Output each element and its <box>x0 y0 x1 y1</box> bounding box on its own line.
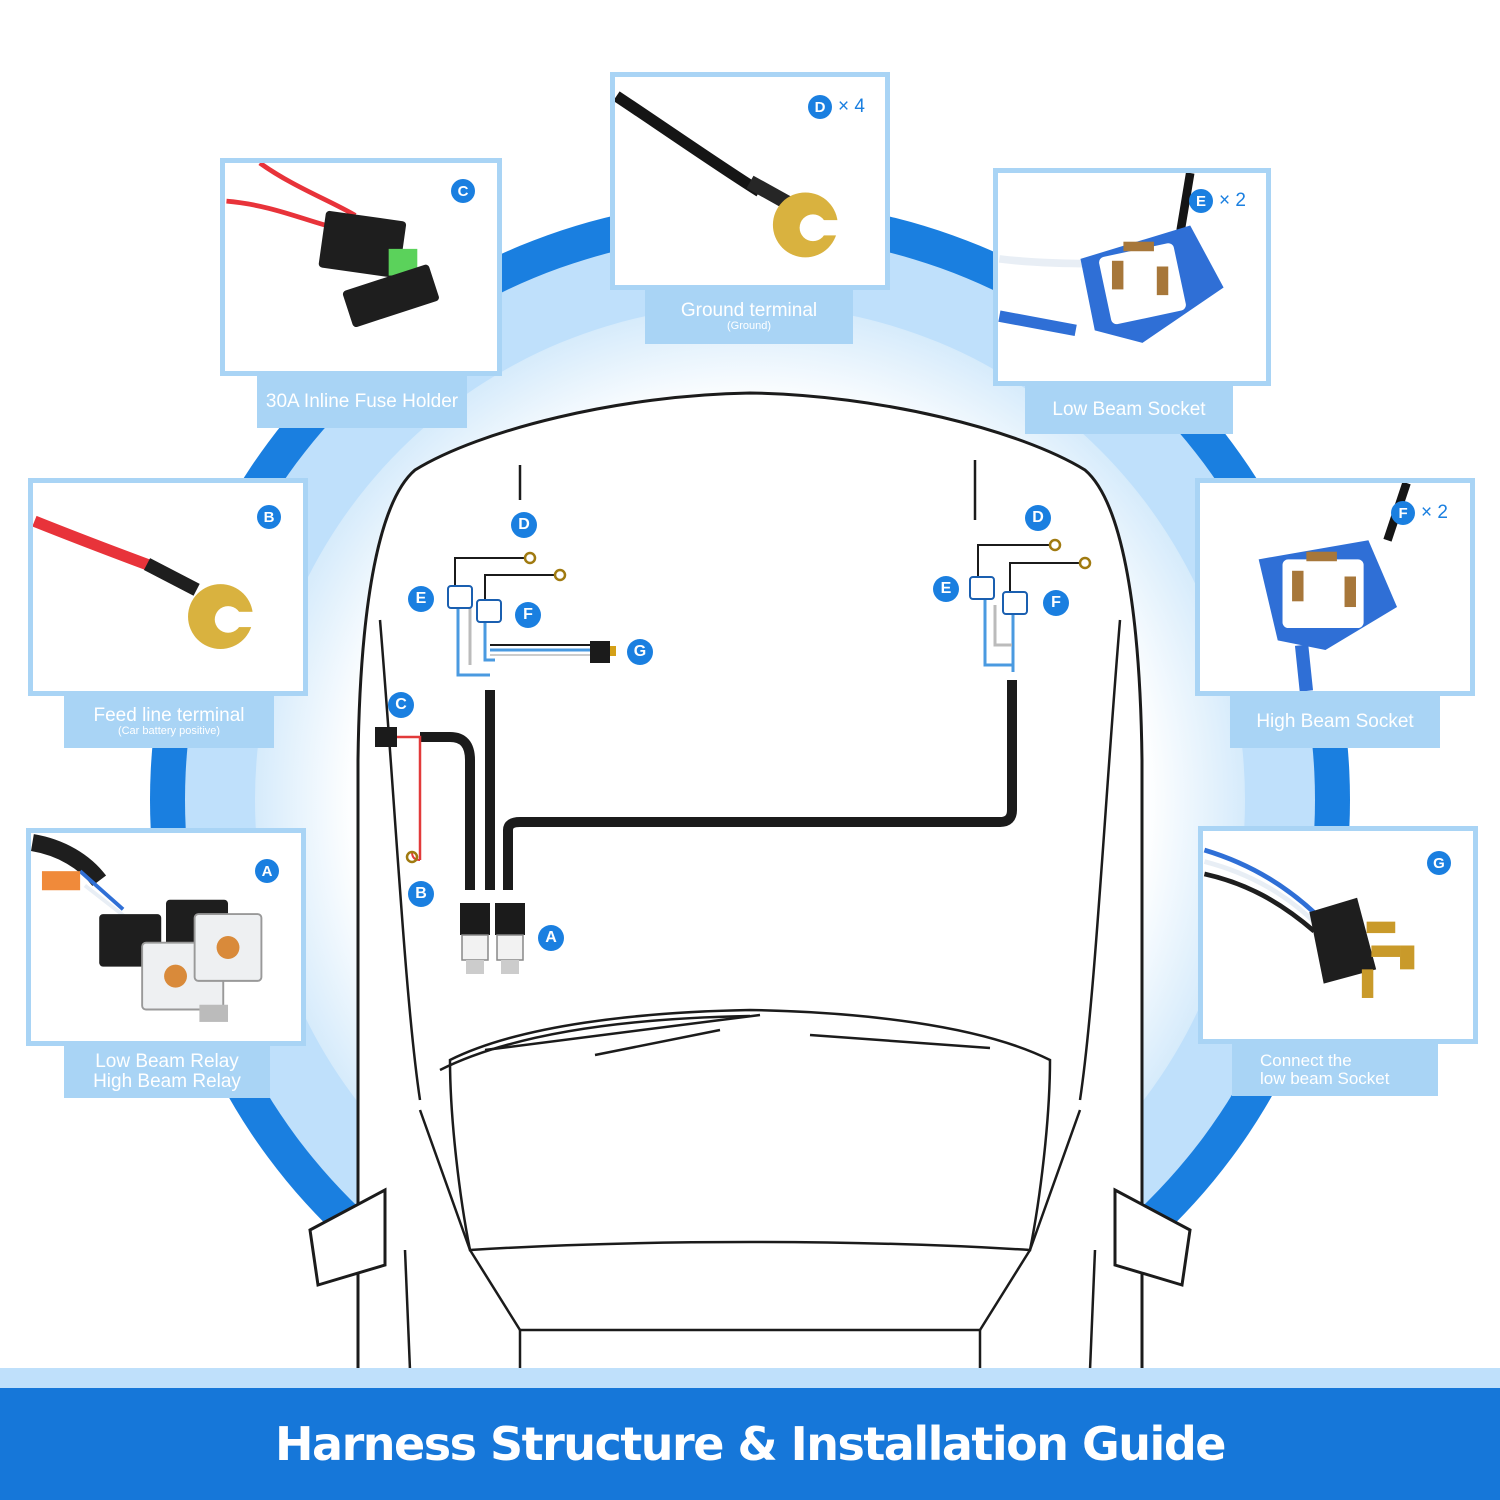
car-label-a: A <box>538 925 564 951</box>
right-mirror <box>1113 1187 1192 1287</box>
high-beam-socket-image <box>1258 483 1411 691</box>
car-label-d-left: D <box>511 512 537 538</box>
badge-e: E × 2 <box>1189 189 1246 213</box>
badge-b: B <box>257 505 281 529</box>
ground-terminal-caption: Ground terminal (Ground) <box>645 290 853 344</box>
h4-plug-image <box>1203 847 1415 998</box>
relay-image <box>31 834 263 1022</box>
car-label-g: G <box>627 639 653 665</box>
car-label-c: C <box>388 692 414 718</box>
ground-terminal-image <box>615 91 852 258</box>
badge-f: F × 2 <box>1391 501 1448 525</box>
car-sockets <box>447 576 1028 623</box>
car-label-d-right: D <box>1025 505 1051 531</box>
low-beam-socket-image <box>998 173 1224 343</box>
car-fuse-holder <box>375 727 397 747</box>
car-label-b: B <box>408 881 434 907</box>
wiring-harness <box>395 544 1080 890</box>
high-beam-socket-card: F × 2 <box>1195 478 1475 696</box>
high-beam-socket-caption: High Beam Socket <box>1230 696 1440 748</box>
h4-plug-card: G <box>1198 826 1478 1044</box>
fuse-holder-image <box>226 163 439 328</box>
car-label-e-left: E <box>408 586 434 612</box>
car-outline <box>356 391 1144 1372</box>
left-mirror <box>308 1187 387 1287</box>
relay-card: A <box>26 828 306 1046</box>
low-beam-socket-caption: Low Beam Socket <box>1025 386 1233 434</box>
car-relays <box>460 903 525 974</box>
badge-g: G <box>1427 851 1451 875</box>
badge-a: A <box>255 859 279 883</box>
feed-line-terminal-image <box>33 515 267 650</box>
fuse-holder-caption: 30A Inline Fuse Holder <box>257 376 467 428</box>
car-label-f-right: F <box>1043 590 1069 616</box>
car-plug-g <box>590 641 610 663</box>
feed-line-terminal-card: B <box>28 478 308 696</box>
h4-plug-caption: Connect the low beam Socket <box>1232 1044 1438 1096</box>
badge-d: D × 4 <box>808 95 865 119</box>
ground-terminal-card: D × 4 <box>610 72 890 290</box>
page-title: Harness Structure & Installation Guide <box>275 1417 1226 1471</box>
relay-caption: Low Beam Relay High Beam Relay <box>64 1046 270 1098</box>
feed-line-terminal-caption: Feed line terminal (Car battery positive… <box>64 696 274 748</box>
badge-c: C <box>451 179 475 203</box>
low-beam-socket-card: E × 2 <box>993 168 1271 386</box>
car-label-e-right: E <box>933 576 959 602</box>
ground-rings <box>405 538 1092 864</box>
footer-banner: Harness Structure & Installation Guide <box>0 1388 1500 1500</box>
car-label-f-left: F <box>515 602 541 628</box>
fuse-holder-card: C <box>220 158 502 376</box>
footer-strip <box>0 1368 1500 1388</box>
